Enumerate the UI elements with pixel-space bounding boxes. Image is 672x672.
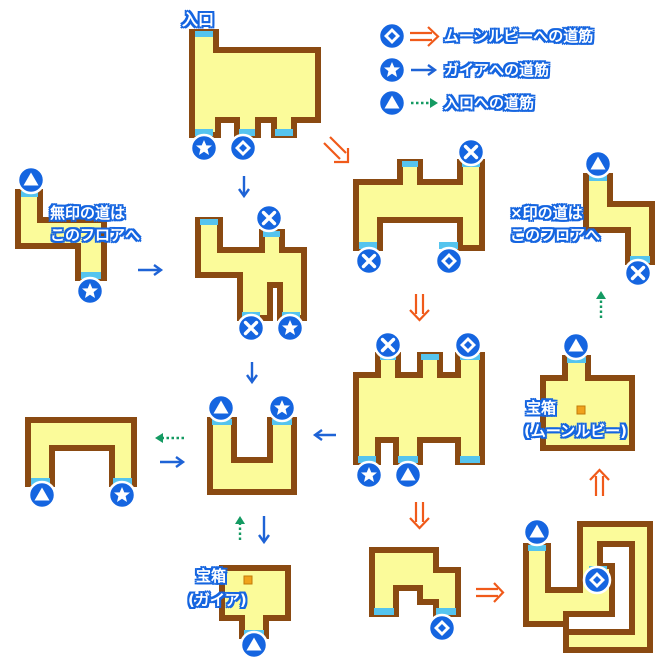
arrow-entrance-route bbox=[596, 291, 606, 318]
x-route-note-line2: このフロアへ bbox=[510, 226, 601, 244]
arrow-entrance-route bbox=[235, 516, 245, 540]
arrow-moonruby-route bbox=[476, 582, 505, 603]
legend-entrance-route: 入口への道筋 bbox=[440, 89, 534, 117]
x-mark-icon bbox=[623, 258, 653, 288]
triangle-icon bbox=[377, 88, 407, 118]
triangle-icon bbox=[561, 331, 591, 361]
treasure-gaia-label-line2: (ガイア) bbox=[188, 591, 247, 609]
arrow-star-route bbox=[258, 516, 270, 545]
room-c bbox=[195, 217, 307, 321]
arrow-moonruby-route bbox=[323, 136, 350, 164]
diamond-icon bbox=[228, 133, 258, 163]
x-mark-icon bbox=[236, 313, 266, 343]
legend-gaia-text: ガイアへの道筋 bbox=[444, 61, 550, 79]
x-mark-icon bbox=[254, 203, 284, 233]
star-icon bbox=[75, 276, 105, 306]
star-icon bbox=[189, 133, 219, 163]
diamond-icon bbox=[427, 613, 457, 643]
triangle-icon bbox=[16, 165, 46, 195]
star-icon bbox=[107, 480, 137, 510]
arrow-moonruby-route bbox=[409, 294, 430, 322]
triangle-icon bbox=[206, 393, 236, 423]
arrow-entrance-route bbox=[155, 433, 184, 443]
unmarked-route-note-line1: 無印の道は bbox=[50, 204, 126, 222]
triangle-icon bbox=[583, 149, 613, 179]
arrow-star-route bbox=[138, 264, 164, 276]
legend-gaia-route: ガイアへの道筋 bbox=[440, 56, 549, 84]
arrow-moonruby-route bbox=[589, 468, 610, 496]
x-route-note-line1: ×印の道は bbox=[510, 204, 583, 222]
room-arch-left bbox=[25, 417, 137, 487]
diamond-icon bbox=[434, 246, 464, 276]
star-icon bbox=[267, 393, 297, 423]
triangle-icon bbox=[27, 480, 57, 510]
triangle-icon bbox=[522, 517, 552, 547]
arrow-star-route bbox=[160, 456, 186, 468]
diamond-icon bbox=[582, 565, 612, 595]
room-d bbox=[353, 159, 485, 251]
legend-entrance-text: 入口への道筋 bbox=[444, 94, 535, 112]
arrow-star-route bbox=[312, 429, 336, 441]
room-f bbox=[353, 352, 485, 465]
x-mark-icon bbox=[354, 246, 384, 276]
room-e bbox=[583, 173, 655, 265]
legend-arrow-moonruby bbox=[410, 26, 440, 47]
room-u bbox=[207, 417, 297, 495]
triangle-icon bbox=[239, 630, 269, 660]
arrow-star-route bbox=[238, 176, 250, 199]
diamond-icon bbox=[453, 330, 483, 360]
triangle-icon bbox=[393, 460, 423, 490]
treasure-moonruby-label-line1: 宝箱 bbox=[526, 399, 557, 417]
treasure-chest-icon bbox=[576, 405, 586, 415]
star-icon bbox=[275, 313, 305, 343]
arrow-moonruby-route bbox=[409, 502, 430, 530]
treasure-gaia-label-line1: 宝箱 bbox=[196, 567, 227, 585]
x-mark-icon bbox=[373, 330, 403, 360]
entrance-label: 入口 bbox=[182, 10, 215, 29]
x-mark-icon bbox=[456, 137, 486, 167]
diamond-icon bbox=[377, 21, 407, 51]
room-entrance bbox=[189, 29, 321, 138]
room-k bbox=[369, 547, 461, 617]
treasure-chest-icon bbox=[243, 575, 253, 585]
legend-moonruby-text: ムーンルビーへの道筋 bbox=[444, 27, 594, 45]
star-icon bbox=[377, 55, 407, 85]
unmarked-route-note-line2: このフロアへ bbox=[50, 226, 141, 244]
arrow-star-route bbox=[246, 362, 258, 385]
treasure-moonruby-label-line2: (ムーンルビー) bbox=[524, 422, 627, 440]
star-icon bbox=[354, 460, 384, 490]
legend-arrow-gaia bbox=[411, 64, 438, 76]
legend-arrow-entrance bbox=[411, 98, 438, 108]
legend-moonruby-route: ムーンルビーへの道筋 bbox=[440, 22, 593, 50]
